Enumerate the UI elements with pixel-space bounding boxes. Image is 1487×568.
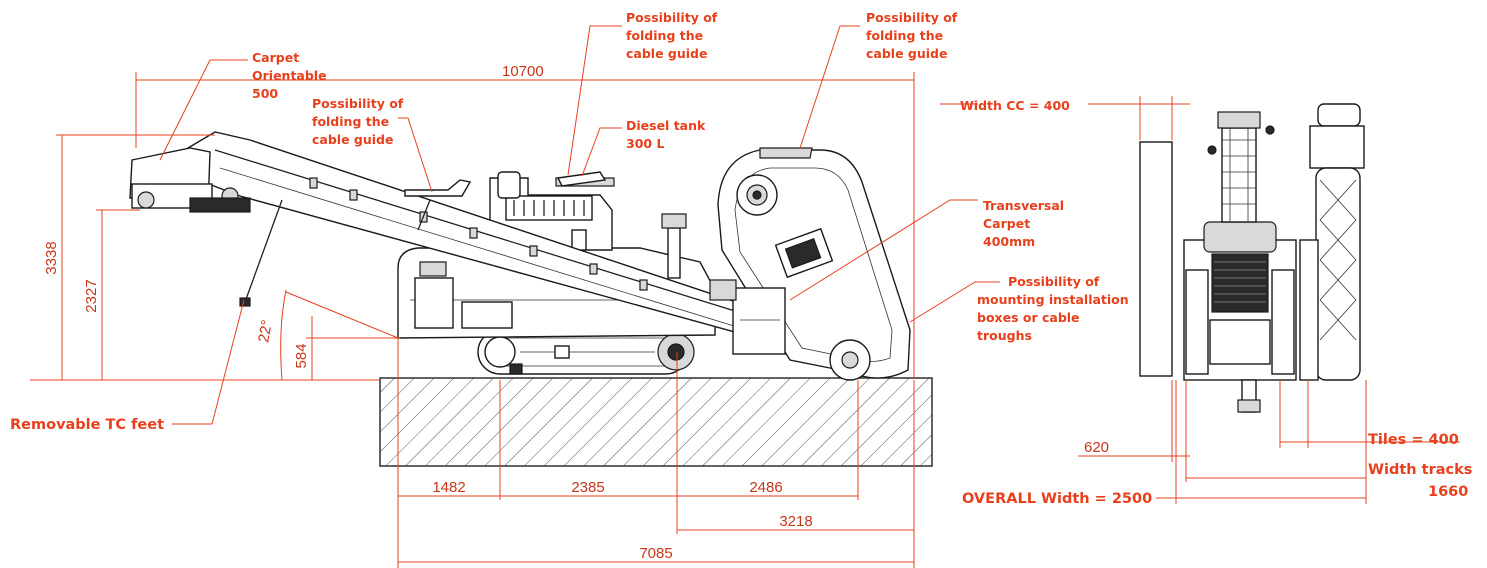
front-labels: Width CC = 400 620 Tiles = 400 Width tra…	[960, 98, 1472, 507]
label-width-tracks-1: Width tracks	[1368, 462, 1472, 478]
dim-7085: 7085	[639, 545, 672, 562]
label-transversal-carpet-1: Transversal	[983, 198, 1064, 213]
label-folding-top-right-2: folding the	[866, 28, 943, 43]
dim-1482: 1482	[432, 479, 465, 496]
label-folding-top-right-3: cable guide	[866, 46, 947, 61]
side-dimension-values: 10700 3338 2327 22° 584 1482 2385 2486 3…	[43, 63, 813, 562]
label-folding-top-middle-2: folding the	[626, 28, 703, 43]
label-folding-center-2: folding the	[312, 114, 389, 129]
main-conveyor	[129, 131, 792, 339]
label-mounting-2: mounting installation	[977, 292, 1129, 307]
label-carpet-orientable-3: 500	[252, 86, 278, 101]
label-folding-top-right-1: Possibility of	[866, 10, 958, 25]
front-trencher	[1299, 103, 1365, 381]
side-view: Carpet Orientable 500 Possibility of fol…	[10, 10, 1129, 568]
dim-3338: 3338	[43, 241, 60, 274]
dim-10700: 10700	[502, 63, 544, 80]
machine-body	[397, 171, 716, 339]
cable-guide-bracket	[556, 171, 607, 187]
front-view: Width CC = 400 620 Tiles = 400 Width tra…	[960, 96, 1472, 507]
label-overall-width: OVERALL Width = 2500	[962, 491, 1152, 507]
trencher-arm	[709, 147, 911, 381]
ground-block	[379, 377, 933, 467]
dim-2486: 2486	[749, 479, 782, 496]
dim-angle: 22°	[255, 319, 276, 344]
label-removable-feet: Removable TC feet	[10, 417, 164, 433]
dim-2327: 2327	[83, 279, 100, 312]
label-mounting-1: Possibility of	[1008, 274, 1100, 289]
front-dimensions	[1078, 96, 1460, 504]
front-body	[1183, 111, 1297, 413]
label-transversal-carpet-3: 400mm	[983, 234, 1035, 249]
crawler-track	[477, 329, 695, 375]
label-mounting-4: troughs	[977, 328, 1032, 343]
dim-2385: 2385	[571, 479, 604, 496]
label-carpet-orientable-2: Orientable	[252, 68, 327, 83]
carpet-plate	[1139, 141, 1173, 377]
label-folding-top-middle-1: Possibility of	[626, 10, 718, 25]
label-width-tracks-2: 1660	[1428, 484, 1468, 500]
label-tiles: Tiles = 400	[1368, 432, 1459, 448]
label-diesel-tank-1: Diesel tank	[626, 118, 706, 133]
label-carpet-orientable-1: Carpet	[252, 50, 299, 65]
label-folding-top-middle-3: cable guide	[626, 46, 707, 61]
side-dimensions	[30, 72, 915, 568]
label-folding-center-1: Possibility of	[312, 96, 404, 111]
label-diesel-tank-2: 300 L	[626, 136, 664, 151]
label-folding-center-3: cable guide	[312, 132, 393, 147]
leader-lines	[159, 25, 1000, 425]
dim-584: 584	[293, 343, 310, 368]
side-labels: Carpet Orientable 500 Possibility of fol…	[10, 10, 1129, 433]
dim-3218: 3218	[779, 513, 812, 530]
dim-620: 620	[1084, 439, 1109, 456]
label-mounting-3: boxes or cable	[977, 310, 1080, 325]
label-transversal-carpet-2: Carpet	[983, 216, 1030, 231]
label-width-cc: Width CC = 400	[960, 98, 1070, 113]
